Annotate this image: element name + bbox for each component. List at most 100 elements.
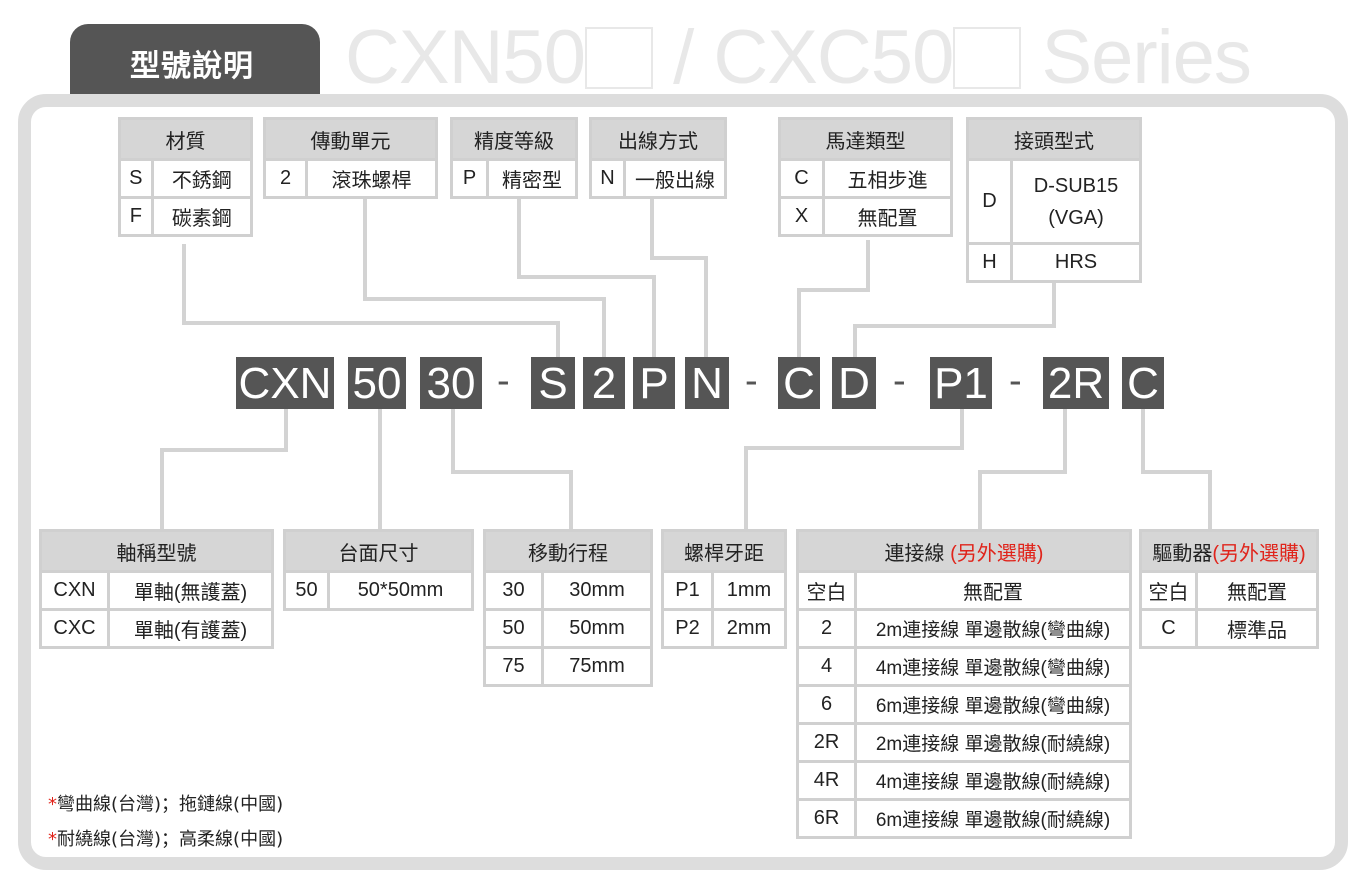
value-cell: 標準品 bbox=[1198, 608, 1316, 646]
code-segment-pitch: P1 bbox=[930, 357, 992, 409]
line-axis bbox=[160, 409, 288, 532]
driver-title-note: (另外選購) bbox=[1212, 542, 1306, 565]
code-cell: 4R bbox=[799, 760, 857, 798]
code-cell: 50 bbox=[486, 608, 544, 646]
value-cell: 2m連接線 單邊散線(耐繞線) bbox=[857, 722, 1129, 760]
code-segment-connector: D bbox=[832, 357, 876, 409]
footnote-mark: * bbox=[48, 794, 57, 815]
value-cell: 50mm bbox=[544, 608, 650, 646]
code-segment-drive: 2 bbox=[583, 357, 625, 409]
value-cell: 1mm bbox=[714, 570, 784, 608]
code-segment-wiring: N bbox=[685, 357, 729, 409]
value-cell: 2m連接線 單邊散線(彎曲線) bbox=[857, 608, 1129, 646]
footnote: *耐繞線(台灣)；高柔線(中國) bbox=[48, 825, 283, 851]
size-title: 台面尺寸 bbox=[286, 532, 471, 570]
value-cell: D-SUB15 (VGA) bbox=[1013, 158, 1139, 242]
line-drive bbox=[363, 196, 606, 357]
value-cell: 50*50mm bbox=[330, 570, 471, 608]
pitch-title: 螺桿牙距 bbox=[664, 532, 784, 570]
precision-title: 精度等級 bbox=[453, 120, 575, 158]
line-wiring bbox=[650, 196, 708, 357]
code-segment-motor: C bbox=[778, 357, 820, 409]
line-cable bbox=[978, 409, 1067, 532]
value-cell: 滾珠螺桿 bbox=[308, 158, 435, 196]
cable-title-note: (另外選購) bbox=[950, 542, 1044, 565]
line-precision bbox=[517, 196, 656, 357]
code-segment-cable: 2R bbox=[1043, 357, 1109, 409]
code-cell: 2 bbox=[266, 158, 308, 196]
code-cell: 2R bbox=[799, 722, 857, 760]
value-cell: 不銹鋼 bbox=[153, 158, 250, 196]
bg-title-prefix: CXN50 bbox=[345, 15, 586, 100]
footnote: *彎曲線(台灣)；拖鏈線(中國) bbox=[48, 790, 283, 816]
cable-title-text: 連接線 bbox=[884, 542, 945, 565]
value-cell: 五相步進 bbox=[825, 158, 950, 196]
code-cell: F bbox=[121, 196, 154, 234]
connector-title: 接頭型式 bbox=[969, 120, 1139, 158]
placeholder-box bbox=[585, 27, 653, 89]
value-cell: 30mm bbox=[544, 570, 650, 608]
line-material bbox=[182, 244, 560, 357]
code-dash: - bbox=[893, 360, 906, 402]
value-cell: 4m連接線 單邊散線(彎曲線) bbox=[857, 646, 1129, 684]
value-cell: 一般出線 bbox=[626, 158, 724, 196]
value-cell: 無配置 bbox=[857, 570, 1129, 608]
code-cell: 30 bbox=[486, 570, 544, 608]
bg-title-suffix: Series bbox=[1021, 15, 1251, 100]
code-cell: D bbox=[969, 158, 1013, 242]
code-cell: 6R bbox=[799, 798, 857, 836]
code-cell: 2 bbox=[799, 608, 857, 646]
value-cell: 75mm bbox=[544, 646, 650, 684]
value-cell: 單軸(無護蓋) bbox=[110, 570, 271, 608]
line-motor bbox=[797, 240, 870, 357]
material-title: 材質 bbox=[121, 120, 250, 158]
code-cell: C bbox=[781, 158, 825, 196]
line-driver bbox=[1141, 409, 1212, 532]
value-cell: 6m連接線 單邊散線(彎曲線) bbox=[857, 684, 1129, 722]
code-cell: S bbox=[121, 158, 154, 196]
code-cell: CXC bbox=[42, 608, 110, 646]
table-row: 空白無配置 bbox=[1142, 570, 1316, 608]
drive-title: 傳動單元 bbox=[266, 120, 435, 158]
code-dash: - bbox=[1009, 360, 1022, 402]
line-pitch bbox=[744, 409, 964, 532]
code-segment-stroke: 30 bbox=[420, 357, 482, 409]
line-stroke bbox=[451, 409, 573, 532]
cable-title: 連接線 (另外選購) bbox=[799, 532, 1129, 570]
value-cell: 4m連接線 單邊散線(耐繞線) bbox=[857, 760, 1129, 798]
code-cell: C bbox=[1142, 608, 1198, 646]
code-segment-size: 50 bbox=[348, 357, 406, 409]
placeholder-box bbox=[953, 27, 1022, 89]
axis-title: 軸稱型號 bbox=[42, 532, 271, 570]
code-segment-series: CXN bbox=[236, 357, 334, 409]
code-dash: - bbox=[745, 360, 758, 402]
value-cell: 精密型 bbox=[489, 158, 575, 196]
value-cell: HRS bbox=[1013, 242, 1139, 280]
value-cell: 碳素鋼 bbox=[153, 196, 250, 234]
